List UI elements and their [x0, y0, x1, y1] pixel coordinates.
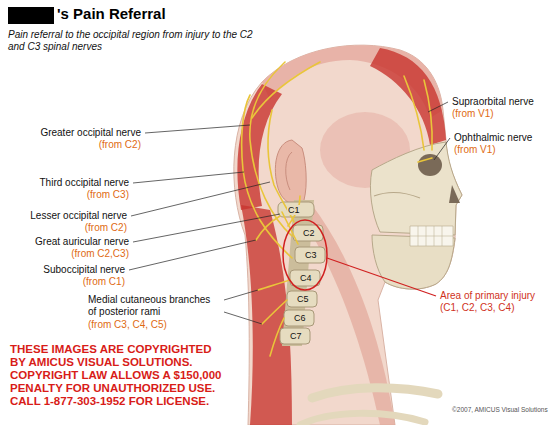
vertebra-label: C4 — [299, 273, 313, 283]
nerve-branch — [252, 62, 320, 118]
medial-cutaneous-nerve — [270, 318, 284, 356]
subtitle: Pain referral to the occipital region fr… — [8, 29, 258, 53]
head-skin — [234, 45, 462, 425]
vertebra-label: C3 — [304, 250, 318, 260]
vertebra-label: C7 — [289, 331, 303, 341]
vertebra-label: C2 — [302, 228, 316, 238]
copyright-watermark: PENALTY FOR UNAUTHORIZED USE. — [10, 382, 215, 395]
vertebra-label: C5 — [296, 294, 310, 304]
origin-label: (from C3, C4, C5) — [88, 319, 167, 331]
copyright-note: ©2007, AMICUS Visual Solutions — [452, 406, 548, 414]
leader-line — [145, 125, 250, 133]
injury-levels: (C1, C2, C3, C4) — [440, 302, 514, 314]
copyright-watermark: COPYRIGHT LAW ALLOWS A $150,000 — [10, 369, 222, 382]
copyright-watermark: BY AMICUS VISUAL SOLUTIONS. — [10, 356, 193, 369]
nasal-cavity — [449, 185, 460, 203]
leader-line — [129, 240, 256, 270]
origin-label: (from V1) — [452, 108, 494, 120]
vertebra — [295, 247, 325, 263]
ophthalmic-nerve — [418, 158, 432, 162]
copyright-watermark: THESE IMAGES ARE COPYRIGHTED — [10, 343, 212, 356]
leader-line — [133, 172, 244, 183]
greater-occipital-nerve — [250, 62, 292, 236]
nerve-label: Greater occipital nerve — [40, 127, 141, 139]
nerve-label: Ophthalmic nerve — [454, 132, 532, 144]
clavicle — [312, 388, 438, 398]
leader-line — [434, 138, 450, 160]
supraorbital-nerve — [424, 80, 432, 150]
vertebra — [287, 291, 317, 307]
vertebra — [290, 270, 320, 286]
nerve-label: Suboccipital nerve — [43, 264, 125, 276]
origin-label: (from C2) — [85, 222, 127, 234]
occipitalis-muscle — [237, 84, 282, 210]
nerve-label: Third occipital nerve — [40, 177, 129, 189]
vertebra — [284, 310, 314, 326]
third-occipital-nerve — [242, 95, 292, 258]
ear-fold — [286, 152, 292, 190]
tooth-lines — [410, 226, 453, 246]
great-auricular-nerve — [282, 212, 298, 244]
origin-label: (from C1) — [83, 276, 125, 288]
leader-line — [133, 214, 280, 242]
origin-label: (from V1) — [454, 144, 496, 156]
origin-label: (from C3) — [87, 189, 129, 201]
teeth — [410, 226, 453, 246]
suboccipital-nerve — [256, 216, 280, 240]
leader-line — [327, 258, 436, 296]
rib — [300, 413, 425, 425]
vertebra-label: C6 — [293, 313, 307, 323]
leader-line — [224, 312, 262, 324]
nerves — [242, 62, 433, 356]
eye-orbit — [418, 154, 442, 176]
leader-line — [224, 290, 258, 300]
title: 's Pain Referral — [57, 5, 166, 23]
copyright-watermark: CALL 1-877-303-1952 FOR LICENSE. — [10, 395, 209, 408]
injury-label: Area of primary injury — [440, 290, 535, 302]
nerve-label: Great auricular nerve — [35, 236, 129, 248]
leader-line — [131, 182, 270, 216]
frontalis-muscle — [370, 48, 446, 145]
injury-outline — [283, 220, 327, 290]
medial-cutaneous-nerve — [258, 280, 290, 290]
supraorbital-nerve — [404, 76, 424, 150]
nerve-label: Medial cutaneous branches of posterior r… — [88, 294, 220, 318]
zygomatic-arch — [374, 192, 420, 198]
origin-label: (from C2) — [99, 139, 141, 151]
leader-line — [428, 102, 448, 112]
vertebra-label: C1 — [287, 205, 301, 215]
vertebra — [280, 328, 310, 344]
skull-face — [370, 142, 462, 235]
redaction-bar — [8, 7, 54, 24]
ear — [275, 140, 306, 204]
origin-label: (from C2,C3) — [71, 248, 129, 260]
nerve-label: Lesser occipital nerve — [30, 210, 127, 222]
nerve-label: Supraorbital nerve — [452, 96, 534, 108]
